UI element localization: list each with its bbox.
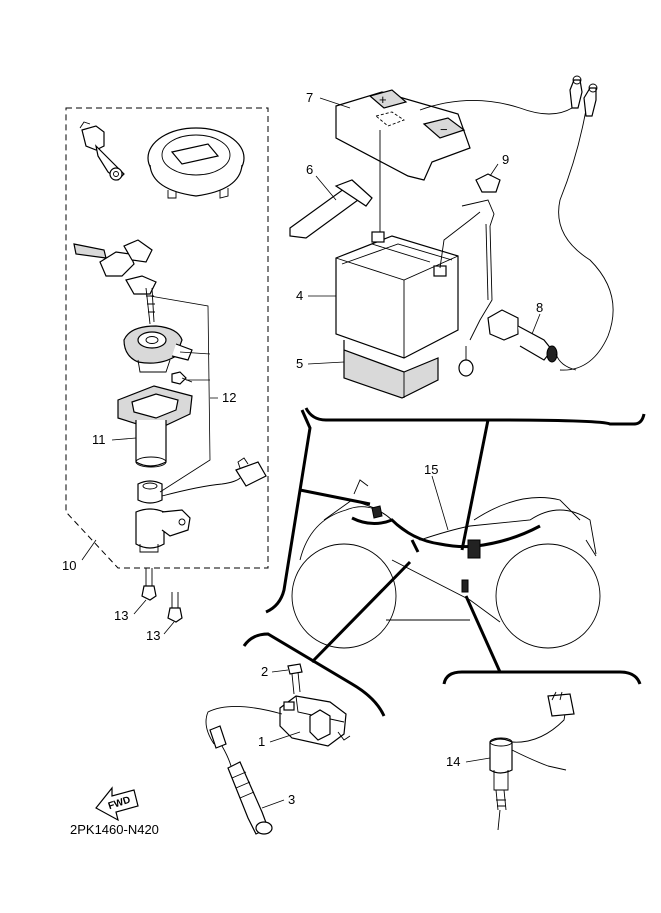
bolt-13-right xyxy=(167,592,183,623)
leader-13a xyxy=(133,599,147,615)
callout-14: 14 xyxy=(446,754,460,769)
callout-11: 11 xyxy=(92,432,106,447)
ignition-set-dashed-outline xyxy=(65,107,269,569)
callout-2: 2 xyxy=(261,664,268,679)
callout-7: 7 xyxy=(306,90,313,105)
wire-harness xyxy=(351,479,541,593)
callout-3: 3 xyxy=(288,792,295,807)
leader-14 xyxy=(465,757,491,763)
bracket-coil-drop xyxy=(310,560,412,664)
fwd-arrow: FWD xyxy=(95,786,139,822)
battery-negative-symbol: − xyxy=(440,122,448,137)
bracket-top-drop xyxy=(460,419,490,551)
bolt-13-left xyxy=(141,568,157,601)
callout-6: 6 xyxy=(306,162,313,177)
leader-9 xyxy=(489,163,499,177)
ignition-keys xyxy=(73,239,157,325)
spark-plug-cap xyxy=(227,761,273,835)
callout-13-right: 13 xyxy=(146,628,160,643)
callout-5: 5 xyxy=(296,356,303,371)
battery-band xyxy=(289,179,373,239)
bracket-top xyxy=(304,407,646,426)
leader-5 xyxy=(307,361,345,365)
main-switch xyxy=(135,477,241,553)
callout-1: 1 xyxy=(258,734,265,749)
bracket-left xyxy=(265,409,312,614)
switch-part-14 xyxy=(489,691,575,831)
coil-bolt xyxy=(287,663,303,695)
bracket-sensor-drop xyxy=(464,595,502,673)
lock-cylinder-body xyxy=(135,420,167,468)
leader-2 xyxy=(271,669,289,673)
callout-4: 4 xyxy=(296,288,303,303)
bracket-coil xyxy=(242,632,386,717)
motorcycle-silhouette xyxy=(291,497,601,649)
battery-case xyxy=(343,340,439,399)
main-switch-connector xyxy=(235,457,267,487)
callout-10: 10 xyxy=(62,558,76,573)
ignition-coil xyxy=(279,695,351,747)
leader-15 xyxy=(431,475,449,531)
seat-lock-part xyxy=(79,121,125,181)
battery-positive-symbol: + xyxy=(379,92,387,107)
screw-part-12 xyxy=(171,371,193,385)
fuel-tank-cap xyxy=(147,127,245,199)
lock-holder-bracket xyxy=(117,385,193,431)
leader-6 xyxy=(315,175,337,201)
bracket-left-arm xyxy=(299,488,371,506)
leader-8 xyxy=(531,313,541,335)
positive-cable xyxy=(419,75,614,371)
lock-cylinder-head xyxy=(123,325,193,373)
leader-7 xyxy=(319,97,351,109)
callout-9: 9 xyxy=(502,152,509,167)
bracket-sensor xyxy=(442,670,642,685)
leader-12 xyxy=(149,295,218,493)
callout-12: 12 xyxy=(222,390,236,405)
leader-11 xyxy=(111,437,137,441)
callout-8: 8 xyxy=(536,300,543,315)
battery-cover xyxy=(335,89,471,181)
diagram-code: 2PK1460-N420 xyxy=(70,822,159,837)
fuse-holder xyxy=(487,309,577,371)
leader-13b xyxy=(163,621,175,635)
leader-3 xyxy=(261,799,285,809)
leader-10 xyxy=(81,539,97,561)
battery xyxy=(335,231,459,359)
negative-lead xyxy=(439,173,501,377)
plug-cap-lead xyxy=(205,706,283,771)
callout-13-left: 13 xyxy=(114,608,128,623)
leader-1 xyxy=(269,731,301,743)
callout-15: 15 xyxy=(424,462,438,477)
